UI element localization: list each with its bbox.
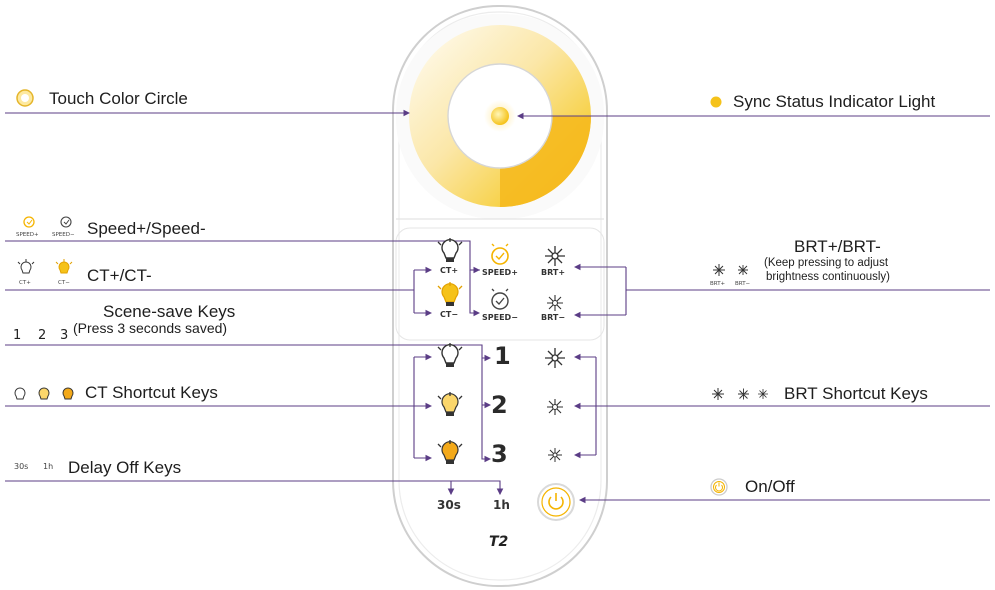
key-ct-minus-label[interactable]: CT− — [440, 310, 459, 319]
key-scene-3[interactable]: 3 — [491, 440, 508, 468]
label-brt-note-1: (Keep pressing to adjust — [764, 257, 889, 269]
label-on-off: On/Off — [745, 477, 795, 496]
remote-speed-minus-icon — [491, 288, 509, 310]
key-speed-plus-label[interactable]: SPEED+ — [482, 268, 518, 277]
power-button-icon — [537, 483, 575, 521]
remote-brt-shortcut-1-icon — [545, 348, 565, 368]
legend-speed-plus-text: SPEED+ — [16, 232, 39, 238]
legend-scene-2-text: 2 — [38, 328, 47, 343]
remote-ct-shortcut-2-icon — [437, 392, 463, 416]
legend-ct-minus-text: CT− — [58, 280, 70, 286]
remote-ct-shortcut-1-icon — [437, 343, 463, 367]
legend-brt-plus-text: BRT+ — [710, 281, 726, 287]
label-ct-shortcut: CT Shortcut Keys — [85, 383, 218, 402]
label-brt-shortcut: BRT Shortcut Keys — [784, 384, 928, 403]
legend-speed-minus-icon — [60, 216, 72, 228]
key-scene-1[interactable]: 1 — [494, 342, 511, 370]
legend-speed-minus-text: SPEED− — [52, 232, 75, 238]
remote-brt-minus-icon — [547, 295, 563, 311]
legend-ct-shortcut-2-icon — [38, 387, 50, 400]
legend-brt-shortcut-2-icon — [738, 388, 749, 400]
touch-color-ring — [409, 25, 591, 207]
key-brt-plus-label[interactable]: BRT+ — [541, 268, 566, 277]
remote-brt-shortcut-3-icon — [548, 448, 562, 462]
remote-brt-plus-icon — [545, 246, 565, 266]
label-delay-off: Delay Off Keys — [68, 458, 182, 477]
key-delay-1h[interactable]: 1h — [493, 498, 510, 512]
remote-ct-minus-icon — [437, 282, 463, 306]
remote-brt-shortcut-2-icon — [547, 399, 563, 415]
label-brt-title: BRT+/BRT- — [794, 237, 881, 256]
label-sync-status-light: Sync Status Indicator Light — [733, 92, 936, 111]
legend-on-off-icon — [710, 478, 728, 496]
legend-brt-minus-icon — [738, 265, 748, 275]
remote-ct-plus-icon — [437, 238, 463, 262]
label-scene-save-note: (Press 3 seconds saved) — [73, 320, 228, 336]
legend-scene-3-text: 3 — [60, 328, 69, 343]
legend-touch-circle-icon — [16, 89, 34, 107]
key-ct-plus-label[interactable]: CT+ — [440, 266, 459, 275]
sync-indicator-dot — [491, 107, 509, 125]
label-touch-color-circle: Touch Color Circle — [49, 89, 188, 108]
legend-speed-plus-icon — [23, 216, 35, 228]
legend-brt-shortcut-3-icon — [758, 389, 768, 399]
legend-brt-plus-icon — [713, 264, 725, 276]
legend-delay-1h-text: 1h — [43, 462, 54, 471]
key-speed-minus-label[interactable]: SPEED− — [482, 313, 518, 322]
key-delay-30s[interactable]: 30s — [437, 498, 461, 512]
key-scene-2[interactable]: 2 — [491, 391, 508, 419]
power-button[interactable] — [538, 484, 574, 520]
leader-lines — [5, 109, 990, 504]
legend-sync-dot-icon — [710, 96, 722, 108]
legend-ct-minus-icon — [55, 259, 73, 274]
label-brt-note-2: brightness continuously) — [766, 271, 891, 283]
legend-scene-1-text: 1 — [13, 328, 22, 343]
legend-ct-shortcut-3-icon — [62, 387, 74, 400]
brand-logo: T2 — [489, 534, 509, 550]
legend-ct-plus-icon — [17, 259, 35, 274]
label-speed: Speed+/Speed- — [87, 219, 206, 238]
legend-brt-minus-text: BRT− — [735, 281, 751, 287]
legend-delay-30s-text: 30s — [14, 462, 29, 471]
legend-ct-shortcut-1-icon — [14, 387, 26, 400]
key-brt-minus-label[interactable]: BRT− — [541, 313, 566, 322]
remote-ct-shortcut-3-icon — [437, 440, 463, 464]
legend-ct-plus-text: CT+ — [19, 280, 31, 286]
label-ct: CT+/CT- — [87, 266, 152, 285]
remote-speed-plus-icon — [491, 243, 509, 265]
label-scene-save-title: Scene-save Keys — [103, 302, 236, 321]
legend-brt-shortcut-1-icon — [712, 388, 724, 400]
